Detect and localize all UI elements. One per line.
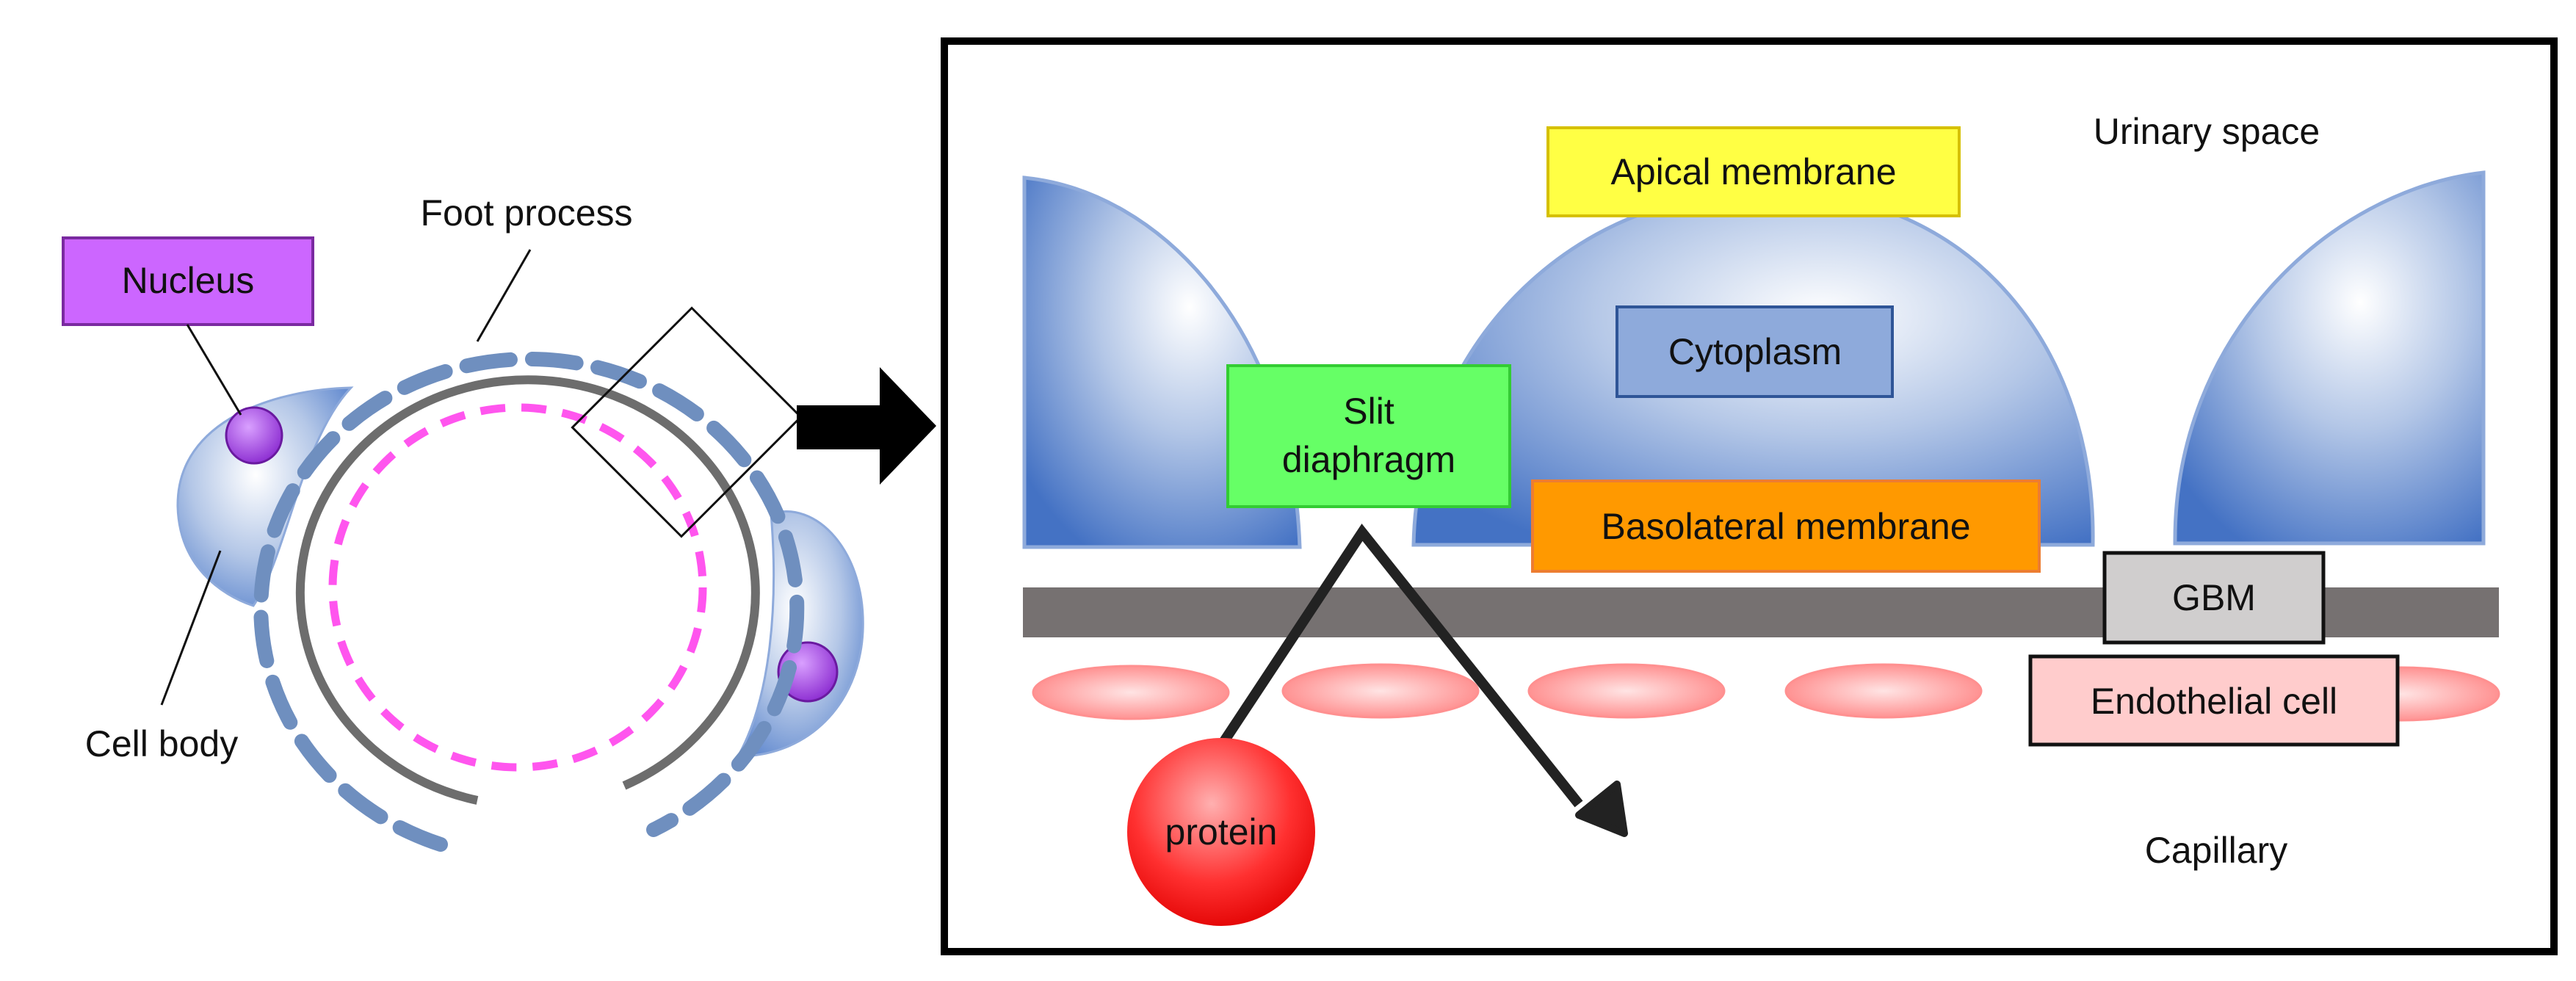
cytoplasm-label: Cytoplasm (1668, 331, 1842, 372)
protein-sphere (1127, 738, 1315, 926)
endothelial-cell-label-box (2028, 654, 2400, 747)
nucleus-left (225, 406, 283, 465)
endothelial-cell-2 (1281, 663, 1480, 719)
slit-diaphragm-label-line2: diaphragm (1282, 439, 1455, 480)
endothelial-cell-1 (1032, 665, 1230, 720)
urinary-space-label: Urinary space (2094, 111, 2320, 152)
endothelial-cell-3 (1527, 663, 1726, 719)
nucleus-leader (186, 324, 242, 416)
cytoplasm-box (1616, 305, 1894, 398)
detail-panel: protein Urinary space Apical membrane Cy… (941, 37, 2558, 955)
cell-body-label: Cell body (85, 723, 238, 764)
endothelial-cell-label: Endothelial cell (2091, 681, 2337, 722)
cell-body-leader (160, 550, 222, 706)
endothelial-cell-4 (1784, 663, 1983, 719)
gbm-label-box (2102, 551, 2326, 645)
zoom-arrow (797, 367, 936, 485)
filtration-arrowhead (1575, 781, 1628, 837)
protein-label: protein (1165, 811, 1278, 853)
slit-diaphragm-label-line1: Slit (1343, 391, 1394, 432)
capillary-wall-ring (295, 375, 760, 805)
zoom-region-box (571, 306, 803, 538)
nucleus-label-box (62, 236, 314, 326)
nucleus-label: Nucleus (122, 260, 255, 301)
nucleus-right (777, 641, 839, 703)
podocyte-right-quarter (2173, 170, 2486, 546)
filtration-path (1215, 524, 1583, 808)
apical-membrane-box (1546, 126, 1961, 217)
left-podocyte-overview: Nucleus Foot process Cell body (62, 192, 936, 852)
basolateral-membrane-label: Basolateral membrane (1601, 506, 1970, 547)
foot-process-leader (476, 249, 532, 342)
gbm-label: GBM (2172, 577, 2256, 618)
basolateral-membrane-box (1531, 479, 2041, 573)
capillary-label: Capillary (2145, 830, 2288, 871)
foot-process-label: Foot process (420, 192, 632, 234)
apical-membrane-label: Apical membrane (1610, 151, 1896, 192)
endothelium-ring (328, 403, 707, 772)
slit-diaphragm-box (1226, 364, 1511, 508)
foot-process-ring (253, 352, 805, 852)
